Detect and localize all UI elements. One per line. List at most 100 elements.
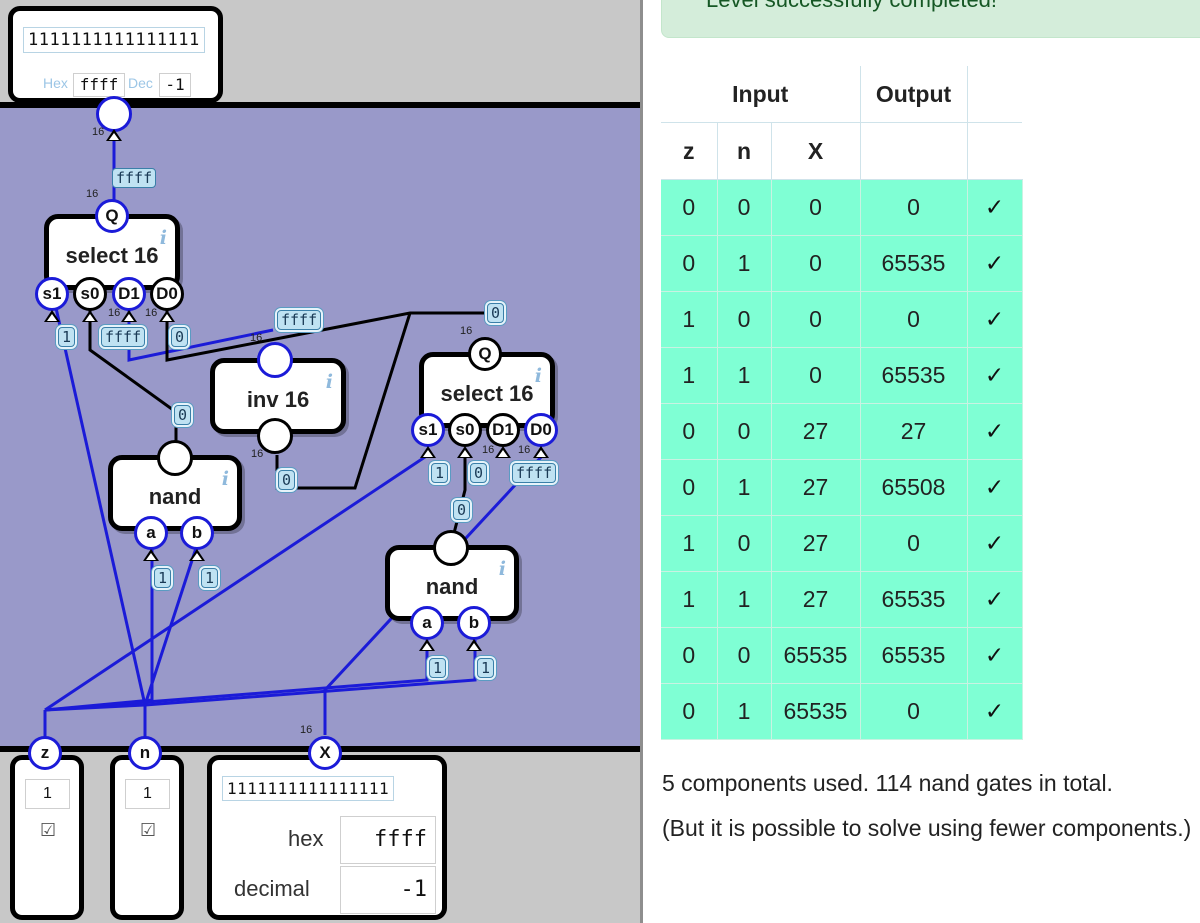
check-icon: ✓: [967, 235, 1023, 292]
nand-a-b-pin[interactable]: b: [180, 516, 214, 550]
info-icon[interactable]: i: [159, 227, 167, 249]
column-output: [860, 122, 968, 180]
input-x-hex-field[interactable]: ffff: [340, 816, 436, 864]
cell-z: 0: [661, 179, 718, 236]
select16-a-d0-pin[interactable]: D0: [150, 277, 184, 311]
cell-x: 27: [771, 515, 861, 572]
select16-a-q-pin[interactable]: Q: [95, 199, 129, 233]
output-display: 1111111111111111 Hex ffff Dec -1: [8, 6, 223, 103]
wire-tag-d0: 0: [171, 327, 189, 347]
table-row: 0 0 65535 65535 ✓: [661, 627, 1023, 684]
table-row: 1 0 0 0 ✓: [661, 291, 1023, 348]
inv16-out-pin[interactable]: [257, 418, 293, 454]
input-z-pin[interactable]: z: [28, 736, 62, 770]
wire-nand-to-s0: [88, 299, 178, 442]
nand-a-out-pin[interactable]: [157, 440, 193, 476]
column-n: n: [717, 122, 772, 180]
table-row: 0 0 27 27 ✓: [661, 403, 1023, 460]
cell-output: 27: [860, 403, 968, 460]
select16-b-d1-pin[interactable]: D1: [486, 413, 520, 447]
wire-nandb-to-selb-s0: [449, 455, 467, 546]
cell-output: 65535: [860, 347, 968, 404]
nand-b-out-pin[interactable]: [433, 530, 469, 566]
wire-tag-nand-b-b: 1: [477, 658, 495, 678]
table-row: 1 0 27 0 ✓: [661, 515, 1023, 572]
bus-width-label: 16: [86, 188, 99, 200]
check-icon: ✓: [967, 403, 1023, 460]
truth-table: Input Output z n X 0 0 0 0 ✓ 0 1: [661, 66, 1023, 740]
check-icon: ✓: [967, 683, 1023, 740]
cell-z: 1: [661, 347, 718, 404]
check-icon: ✓: [967, 347, 1023, 404]
cell-x: 0: [771, 235, 861, 292]
cell-n: 0: [717, 291, 772, 348]
panel-divider[interactable]: [640, 0, 643, 923]
wire-tag-nand-b-a: 1: [429, 658, 447, 678]
cell-output: 65535: [860, 627, 968, 684]
input-x-dec-label: decimal: [234, 876, 310, 901]
wire-tag-nand-a-a: 1: [154, 568, 172, 588]
cell-z: 1: [661, 571, 718, 628]
wire-tag-selb-d1: ffff: [512, 463, 557, 483]
select16-b-q-pin[interactable]: Q: [468, 337, 502, 371]
select16-b-s1-pin[interactable]: s1: [411, 413, 445, 447]
table-row: 0 1 65535 0 ✓: [661, 683, 1023, 740]
cell-n: 1: [717, 571, 772, 628]
input-x-pin[interactable]: X: [308, 736, 342, 770]
input-x-bits[interactable]: 1111111111111111: [222, 776, 395, 801]
cell-z: 0: [661, 403, 718, 460]
column-x: X: [771, 122, 861, 180]
wire-bus-link: [44, 703, 146, 712]
success-text: Level successfully completed!: [706, 0, 997, 13]
select16-a-s1-pin[interactable]: s1: [35, 277, 69, 311]
info-icon[interactable]: i: [534, 365, 542, 387]
wire-n-nandb-b: [144, 640, 477, 707]
input-x-hex-label: hex: [288, 826, 324, 851]
select16-a-d1-pin[interactable]: D1: [112, 277, 146, 311]
cell-z: 1: [661, 515, 718, 572]
info-icon[interactable]: i: [498, 558, 506, 580]
cell-n: 1: [717, 683, 772, 740]
info-icon[interactable]: i: [325, 371, 333, 393]
input-n-checkbox[interactable]: ☑: [140, 820, 157, 840]
select16-a[interactable]: select 16 i: [44, 214, 180, 290]
select16-a-s0-pin[interactable]: s0: [73, 277, 107, 311]
output-hex-label: Hex: [43, 75, 68, 91]
nand-a-title: nand: [148, 484, 202, 509]
results-panel: Level successfully completed! Input Outp…: [643, 0, 1200, 923]
pin-arrow: [44, 310, 60, 322]
bus-width-label: 16: [108, 307, 121, 319]
cell-z: 0: [661, 235, 718, 292]
column-status: [967, 122, 1022, 180]
nand-b-b-pin[interactable]: b: [457, 606, 491, 640]
nand-b-a-pin[interactable]: a: [410, 606, 444, 640]
nand-a-a-pin[interactable]: a: [134, 516, 168, 550]
cell-z: 1: [661, 291, 718, 348]
wire-z-selb-s1: [44, 453, 429, 712]
output-dec-value[interactable]: -1: [159, 73, 191, 97]
pin-arrow: [457, 446, 473, 458]
input-n-box: 1 ☑: [110, 755, 184, 920]
wire-z-nandb-a: [44, 640, 429, 712]
success-banner: Level successfully completed!: [661, 0, 1200, 38]
input-n-pin[interactable]: n: [128, 736, 162, 770]
info-icon[interactable]: i: [221, 468, 229, 490]
cell-n: 1: [717, 459, 772, 516]
bus-width-label: 16: [518, 444, 531, 456]
select16-b-d0-pin[interactable]: D0: [524, 413, 558, 447]
inv16-in-pin[interactable]: [257, 342, 293, 378]
wire-tag-nand-b-out: 0: [453, 500, 471, 520]
bus-width-label: 16: [482, 444, 495, 456]
select16-b-s0-pin[interactable]: s0: [448, 413, 482, 447]
input-x-box: 1111111111111111 hex ffff decimal -1: [207, 755, 447, 920]
wire-tag-s1: 1: [58, 327, 76, 347]
cell-x: 0: [771, 347, 861, 404]
input-x-dec-field[interactable]: -1: [340, 866, 436, 914]
input-z-checkbox[interactable]: ☑: [40, 820, 57, 840]
pin-arrow: [82, 310, 98, 322]
input-n-value[interactable]: 1: [125, 779, 170, 809]
check-icon: ✓: [967, 179, 1023, 236]
output-hex-value[interactable]: ffff: [73, 73, 125, 97]
input-z-value[interactable]: 1: [25, 779, 70, 809]
wire-tag-nand-a-b: 1: [201, 568, 219, 588]
